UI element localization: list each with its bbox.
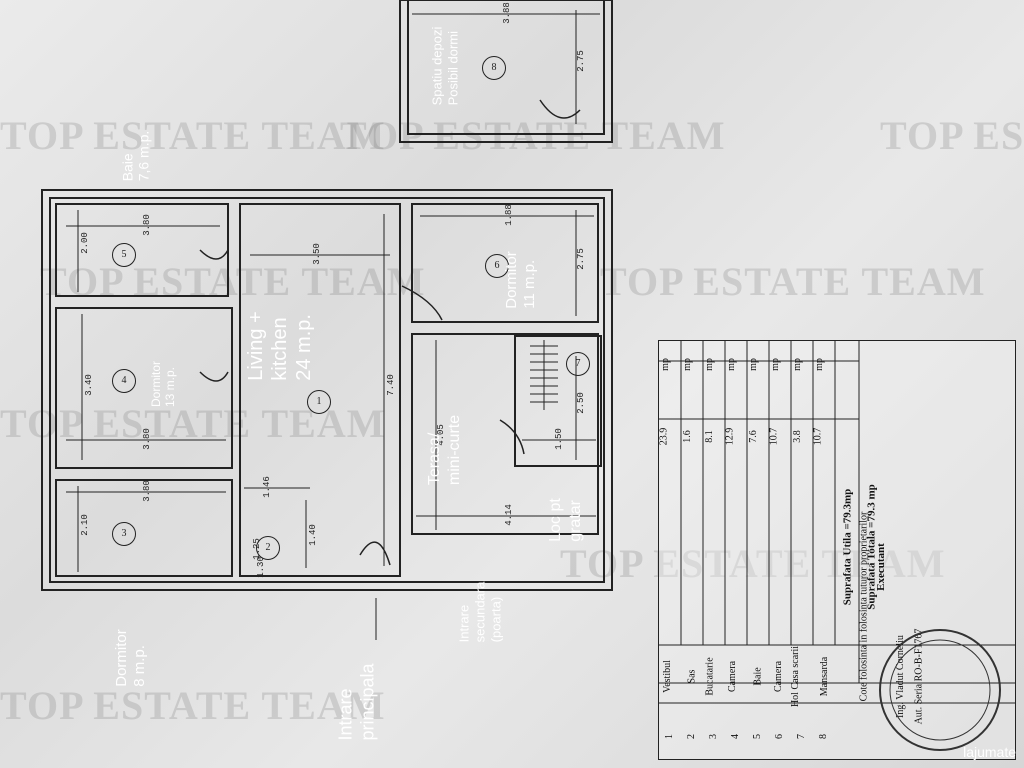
watermark: TOP ESTATE TEAM bbox=[340, 113, 726, 158]
table-cell: 23.9 bbox=[658, 427, 670, 446]
table-cell: Vestibul bbox=[661, 660, 673, 693]
table-cell: mp bbox=[769, 358, 781, 371]
area-table: mp 23.9 Vestibul 1 mp 1.6 Sas 2 mp 8.1 B… bbox=[658, 340, 1016, 760]
room-number: 1 bbox=[307, 390, 331, 414]
label-dormitor-8: Dormitor 8 m.p. bbox=[112, 629, 148, 687]
label-spatiu-depozitare: Spatiu depozi Posibil dormi bbox=[429, 26, 461, 106]
room-6-wall bbox=[411, 203, 599, 323]
room-number: 7 bbox=[566, 352, 590, 376]
room-number: 8 bbox=[482, 56, 506, 80]
watermark: TOP ESTATE TEAM bbox=[0, 113, 386, 158]
table-cell: 3.8 bbox=[791, 430, 803, 443]
room-7-wall bbox=[514, 335, 602, 467]
table-cell: 7.6 bbox=[747, 430, 759, 443]
table-cell: 10.7 bbox=[768, 427, 780, 446]
room-number: 6 bbox=[485, 254, 509, 278]
table-cell: mp bbox=[681, 358, 693, 371]
room-number: 4 bbox=[112, 369, 136, 393]
table-cell: 1 bbox=[664, 734, 675, 739]
stamp bbox=[879, 629, 1001, 751]
dimension-label: 1.88 bbox=[503, 204, 514, 226]
label-living-kitchen: Living + kitchen 24 m.p. bbox=[244, 311, 315, 381]
table-cell: mp bbox=[747, 358, 759, 371]
watermark: TOP ESTATE TEAM bbox=[560, 541, 946, 586]
dimension-label: 2.75 bbox=[575, 50, 586, 72]
dimension-label: 3.40 bbox=[83, 374, 94, 396]
table-cell: Camera bbox=[773, 660, 785, 693]
dimension-label: 3.80 bbox=[141, 428, 152, 450]
table-cell: Sas bbox=[686, 669, 698, 684]
room-number: 3 bbox=[112, 522, 136, 546]
dimension-label: 1.40 bbox=[307, 524, 318, 546]
living-wall bbox=[239, 203, 401, 577]
label-intrare-secundara: Intrare secundara (poarta) bbox=[456, 581, 504, 643]
dimension-label: 4.14 bbox=[503, 504, 514, 526]
table-cell: 8.1 bbox=[703, 430, 715, 443]
room-8-wall bbox=[399, 0, 613, 143]
table-cell: 5 bbox=[752, 734, 763, 739]
table-executant: Executant bbox=[874, 543, 887, 591]
table-cell: mp bbox=[813, 358, 825, 371]
dimension-label: 3.88 bbox=[501, 2, 512, 24]
dimension-label: 7.40 bbox=[385, 374, 396, 396]
table-cell: 10.7 bbox=[812, 427, 824, 446]
table-cell: 6 bbox=[774, 734, 785, 739]
table-cell: 3 bbox=[708, 734, 719, 739]
watermark: TOP ESTATE TEAM bbox=[0, 683, 386, 728]
table-cell: Hol Casa scarii bbox=[790, 645, 802, 708]
table-cell: 7 bbox=[796, 734, 807, 739]
table-grid bbox=[659, 341, 1015, 704]
room-4-wall bbox=[55, 307, 233, 469]
dimension-label: 3.80 bbox=[141, 480, 152, 502]
dimension-label: 2.50 bbox=[575, 392, 586, 414]
table-cell: mp bbox=[659, 358, 671, 371]
table-cell: mp bbox=[791, 358, 803, 371]
label-loc-gratar: Loc pt gratar bbox=[546, 498, 584, 542]
table-cell: 8 bbox=[818, 734, 829, 739]
table-cell: 2 bbox=[686, 734, 697, 739]
table-summary: Suprafata Utila =79.3mp bbox=[841, 488, 854, 606]
label-terasa: Terasa/ mini-curte bbox=[426, 414, 464, 486]
table-cell: Mansarda bbox=[819, 656, 831, 697]
watermark: TOP ESTATE TEAM bbox=[880, 113, 1024, 158]
table-cell: Bucatarie bbox=[704, 657, 716, 696]
dimension-label: 2.10 bbox=[79, 514, 90, 536]
watermark: TOP ESTATE TEAM bbox=[600, 259, 986, 304]
dimension-label: 1.46 bbox=[261, 476, 272, 498]
label-dormitor-13: Dormitor 13 m.p. bbox=[149, 360, 178, 408]
site-logo: lajumate bbox=[963, 744, 1016, 760]
room-number: 5 bbox=[112, 243, 136, 267]
dimension-label: 2.75 bbox=[575, 248, 586, 270]
table-cell: mp bbox=[725, 358, 737, 371]
terrace-wall bbox=[411, 333, 599, 535]
label-intrare-principala: Intrare principala bbox=[335, 663, 378, 741]
table-cell: 4 bbox=[730, 734, 741, 739]
table-cell: mp bbox=[703, 358, 715, 371]
dimension-label: 3.50 bbox=[311, 243, 322, 265]
outer-wall bbox=[41, 189, 613, 591]
dimension-label: 2.00 bbox=[79, 232, 90, 254]
table-cell: 12.9 bbox=[724, 427, 736, 446]
dimension-label: 3.80 bbox=[141, 214, 152, 236]
dimension-label: 1.50 bbox=[553, 428, 564, 450]
dimension-label: 1.30 bbox=[255, 556, 266, 578]
table-cell: Camera bbox=[727, 660, 739, 693]
room-3-wall bbox=[55, 479, 233, 577]
table-cell: Baie bbox=[752, 667, 764, 686]
room-number: 2 bbox=[256, 536, 280, 560]
table-cell: 1.6 bbox=[681, 430, 693, 443]
label-dormitor-11: Dormitor 11 m.p. bbox=[502, 251, 538, 309]
label-baie: Baie 7,6 m.p. bbox=[119, 130, 152, 182]
